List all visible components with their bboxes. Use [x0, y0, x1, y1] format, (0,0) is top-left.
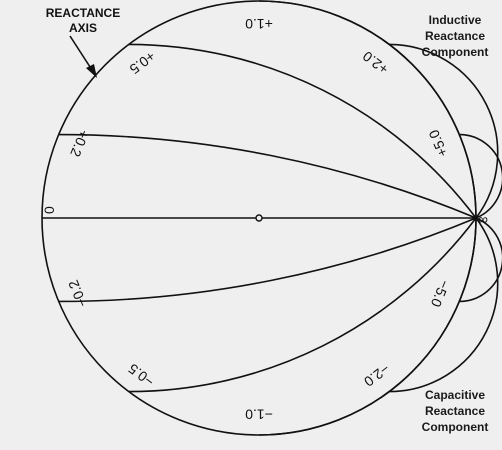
- axis-pointer-arrow: [69, 35, 93, 71]
- reactance-arc: [258, 0, 477, 219]
- reactance-axis-label: REACTANCE AXIS: [18, 6, 148, 36]
- reactance-arc: [128, 43, 477, 219]
- reactance-arc: [258, 217, 477, 436]
- capacitive-label-line: Component: [421, 420, 489, 434]
- inductive-label-line: Inductive: [428, 13, 482, 27]
- capacitive-label-line: Reactance: [424, 404, 486, 418]
- reactance-tick-label: +5.0: [425, 127, 450, 159]
- inductive-label-line: Component: [421, 45, 489, 59]
- reactance-arc: [128, 217, 477, 393]
- reactance-tick-label: −2.0: [361, 361, 393, 391]
- center-point: [255, 214, 263, 222]
- reactance-tick-label: −5.0: [428, 278, 453, 310]
- background-text-bleed: [40, 60, 460, 420]
- infinity-label: ∞: [478, 211, 488, 227]
- inductive-reactance-label: Inductive Reactance Component: [395, 12, 502, 60]
- reactance-axis-label-line: REACTANCE: [45, 6, 121, 20]
- reactance-tick-label: +2.0: [359, 48, 391, 78]
- reactance-tick-label: −0.5: [125, 360, 157, 390]
- reactance-tick-label: +1.0: [245, 16, 273, 32]
- reactance-arc: [58, 217, 477, 303]
- reactance-arcs: [58, 0, 502, 436]
- reactance-axis-label-line: AXIS: [68, 21, 97, 35]
- axis-pointer-arrowhead: [86, 64, 97, 78]
- capacitive-reactance-label: Capacitive Reactance Component: [395, 387, 502, 435]
- reactance-arc: [389, 43, 499, 219]
- capacitive-label-line: Capacitive: [424, 388, 486, 402]
- inductive-label-line: Reactance: [424, 29, 486, 43]
- reactance-tick-label: +0.2: [67, 128, 92, 160]
- reactance-arc: [389, 217, 499, 393]
- reactance-arc: [58, 133, 477, 219]
- reactance-tick-label: −1.0: [245, 407, 273, 423]
- reactance-tick-labels: +0.2 +0.5 +1.0 +2.0 +5.0 −0.2 −0.5 −1.0 −2.0 −5.0…: [41, 16, 453, 423]
- reactance-tick-label: +0.5: [127, 48, 159, 78]
- reactance-tick-label: −0.2: [65, 278, 90, 310]
- reactance-tick-label: 0: [41, 206, 57, 214]
